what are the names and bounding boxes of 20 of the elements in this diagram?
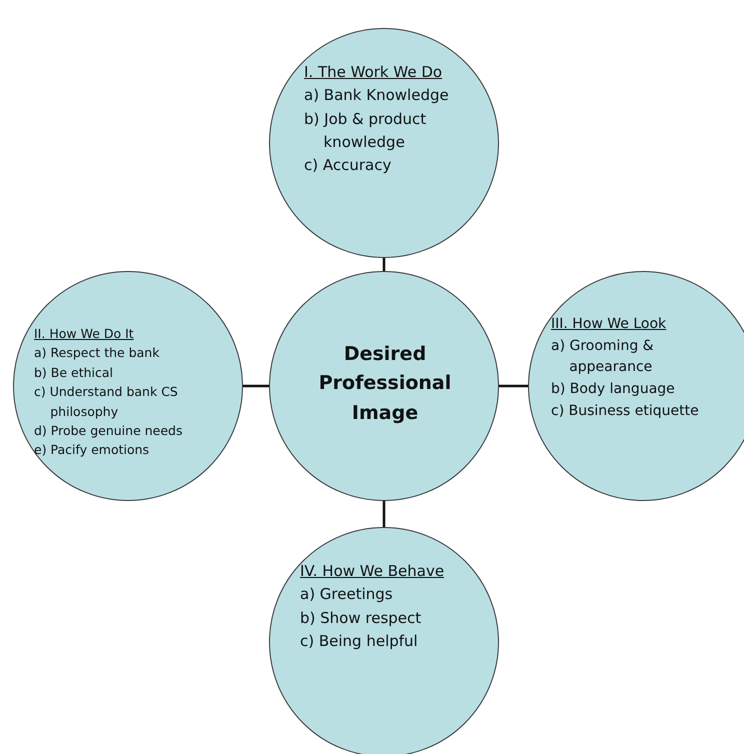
list-item: d) Probe genuine needs <box>34 422 184 440</box>
center-title: Desired Professional Image <box>318 342 452 426</box>
connector-line <box>499 384 528 388</box>
list-item: b) Be ethical <box>34 364 114 382</box>
connector-line <box>243 384 269 388</box>
section-heading: IV. How We Behave <box>300 561 446 582</box>
list-item: a) Respect the bank <box>34 344 160 362</box>
list-item: c) Business etiquette <box>551 402 700 421</box>
list-item: b) Body language <box>551 380 676 400</box>
section-heading: I. The Work We Do <box>304 62 444 83</box>
list-item: e) Pacify emotions <box>34 441 150 460</box>
list-item: c) Being helpful <box>300 630 419 652</box>
section-heading: II. How We Do It <box>34 325 135 343</box>
list-item: b) Show respect <box>300 608 422 628</box>
list-item: c) Accuracy <box>304 155 392 176</box>
section-heading: III. How We Look <box>551 315 668 334</box>
connector-line <box>382 258 386 271</box>
list-item: a) Greetings <box>300 584 394 606</box>
list-item: a) Bank Knowledge <box>304 85 450 106</box>
connector-line <box>382 501 386 527</box>
